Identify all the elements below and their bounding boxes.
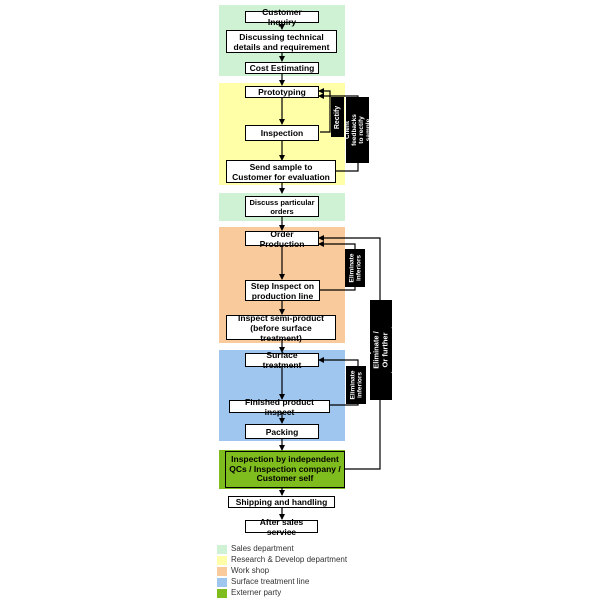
- step-independent-inspection: Inspection by independent QCs / Inspecti…: [225, 451, 345, 488]
- legend-swatch: [217, 556, 227, 565]
- step-packing: Packing: [245, 424, 319, 439]
- legend-label: Sales department: [231, 544, 294, 553]
- eliminate-inferiors-label-1: Eliminate inferiors: [345, 249, 365, 287]
- step-finished-product-inspect: Finished product inspect: [229, 397, 330, 417]
- client-feedback-label: Client feedbacks to rectify sample: [344, 97, 372, 163]
- step-customer-inquiry: Customer Inquiry: [245, 7, 319, 27]
- legend-swatch: [217, 567, 227, 576]
- legend-item-research: Research & Develop department: [217, 555, 417, 565]
- reject-eliminate-label: Reject / Eliminate / Or further Improvem…: [363, 300, 399, 400]
- legend-swatch: [217, 589, 227, 598]
- legend-label: Research & Develop department: [231, 555, 348, 564]
- step-inspect-production-line: Step Inspect on production line: [245, 280, 320, 301]
- legend-label: Surface treatment line: [231, 577, 310, 586]
- step-send-sample: Send sample to Customer for evaluation: [226, 160, 336, 183]
- legend-swatch: [217, 545, 227, 554]
- step-after-sales-service: After sales service: [245, 517, 318, 537]
- legend-item-sales: Sales department: [217, 544, 417, 554]
- step-prototyping: Prototyping: [245, 86, 319, 98]
- legend-item-surface: Surface treatment line: [217, 577, 417, 587]
- step-cost-estimating: Cost Estimating: [245, 62, 319, 74]
- step-surface-treatment: Surface treatment: [245, 350, 319, 370]
- eliminate-inferiors-label-2: Eliminate inferiors: [346, 366, 366, 404]
- step-order-production: Order Production: [245, 229, 319, 249]
- legend-label: Work shop: [231, 566, 270, 575]
- legend-label: Externer party: [231, 588, 282, 597]
- legend-item-external: Externer party: [217, 588, 417, 598]
- rectify-label: Rectify: [331, 97, 344, 137]
- step-inspect-semi-product: Inspect semi-product (before surface tre…: [226, 313, 336, 343]
- legend-swatch: [217, 578, 227, 587]
- step-shipping-handling: Shipping and handling: [228, 496, 335, 508]
- legend-item-workshop: Work shop: [217, 566, 417, 576]
- step-discuss-orders: Discuss particular orders: [245, 196, 319, 217]
- step-discussing-technical: Discussing technical details and require…: [226, 30, 337, 53]
- step-inspection: Inspection: [245, 125, 319, 141]
